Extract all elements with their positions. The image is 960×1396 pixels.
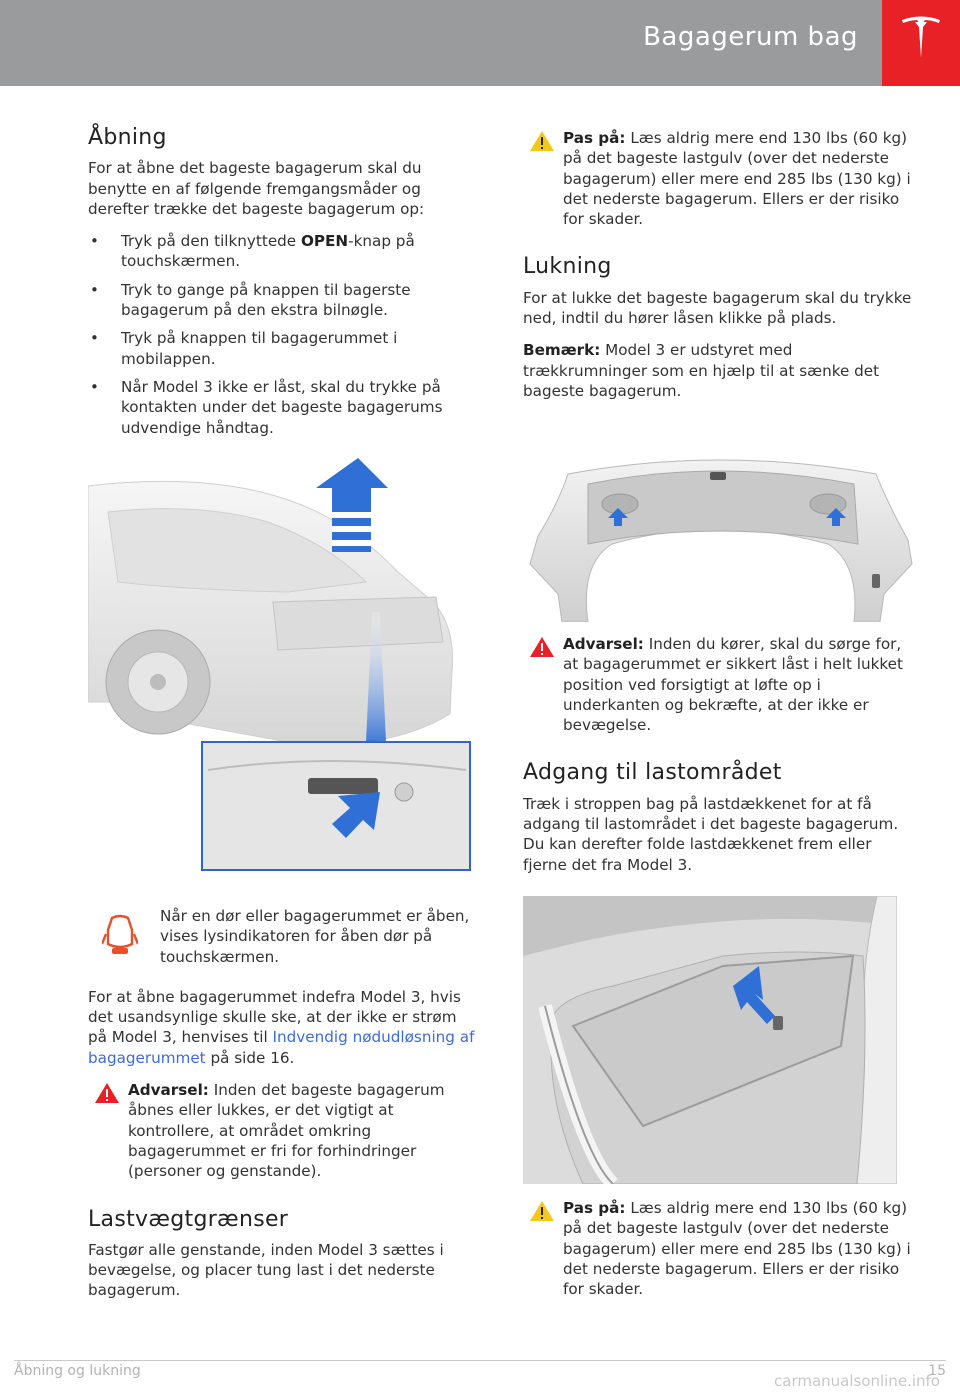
caution-callout: Pas på: Læs aldrig mere end 130 lbs (60 …: [523, 1198, 915, 1299]
caution-label: Pas på:: [563, 1199, 626, 1217]
list-item: •Tryk to gange på knappen til bagerste b…: [90, 280, 411, 320]
warning-label: Advarsel:: [563, 635, 644, 653]
section-heading-closing: Lukning: [523, 254, 612, 280]
warning-text: Inden du kører, skal du sørge for, at ba…: [563, 635, 903, 735]
tesla-logo-icon: [902, 16, 940, 58]
footer-divider: [14, 1360, 946, 1361]
warning-triangle-icon: [530, 637, 554, 657]
page-number: 15: [928, 1363, 946, 1379]
caution-callout: Pas på: Læs aldrig mere end 130 lbs (60 …: [523, 128, 915, 229]
cargo-area-illustration: [523, 896, 897, 1184]
caution-triangle-icon: [530, 131, 554, 151]
caution-text: Læs aldrig mere end 130 lbs (60 kg) på d…: [563, 1199, 911, 1299]
footer-section-name: Åbning og lukning: [14, 1363, 141, 1379]
left-column: Åbning For at åbne det bageste bagagerum…: [88, 125, 480, 446]
right-column-lower: Pas på: Læs aldrig mere end 130 lbs (60 …: [523, 1198, 915, 1311]
bullet-icon: •: [90, 329, 99, 348]
list-item: •Når Model 3 ikke er låst, skal du trykk…: [90, 377, 443, 437]
caution-label: Pas på:: [563, 129, 626, 147]
warning-label: Advarsel:: [128, 1081, 209, 1100]
caution-triangle-icon: [530, 1201, 554, 1221]
rear-trunk-illustration: [88, 452, 472, 874]
page-title: Bagagerum bag: [643, 22, 858, 52]
left-column-lower: Når en dør eller bagagerummet er åben, v…: [88, 906, 480, 1313]
cargo-access-text: Træk i stroppen bag på lastdækkenet for …: [523, 794, 899, 874]
list-item: •Tryk på den tilknyttede OPEN-knap på to…: [90, 232, 415, 271]
door-open-indicator-icon: [102, 914, 138, 954]
caution-text: Læs aldrig mere end 130 lbs (60 kg) på d…: [563, 129, 911, 229]
inside-release-text: For at åbne bagagerummet indefra Model 3…: [88, 987, 475, 1067]
warning-text: Inden det bageste bagagerum åbnes eller …: [128, 1081, 445, 1181]
door-open-indicator-note: Når en dør eller bagagerummet er åben, v…: [88, 906, 480, 967]
closing-text: For at lukke det bageste bagagerum skal …: [523, 288, 912, 328]
load-limits-text: Fastgør alle genstande, inden Model 3 sæ…: [88, 1240, 444, 1300]
opening-method-list: •Tryk på den tilknyttede OPEN-knap på to…: [88, 231, 480, 438]
warning-callout: Advarsel: Inden du kører, skal du sørge …: [523, 634, 915, 735]
section-heading-cargo-access: Adgang til lastområdet: [523, 760, 782, 786]
open-button-label: OPEN: [300, 232, 349, 251]
trunk-lid-illustration: [528, 444, 914, 622]
bullet-icon: •: [90, 232, 99, 251]
section-heading-load-limits: Lastvægtgrænser: [88, 1206, 289, 1232]
section-heading-opening: Åbning: [88, 125, 167, 150]
right-column: Pas på: Læs aldrig mere end 130 lbs (60 …: [523, 128, 915, 413]
right-column-middle: Advarsel: Inden du kører, skal du sørge …: [523, 634, 915, 887]
closing-note: Bemærk: Model 3 er udstyret med trækkrum…: [523, 341, 880, 400]
inside-release-link[interactable]: Indvendig nødudløsning af bagagerummet: [88, 1028, 475, 1067]
list-item: •Tryk på knappen til bagagerummet i mobi…: [90, 329, 398, 368]
bullet-icon: •: [90, 377, 99, 396]
note-label: Bemærk:: [523, 341, 601, 360]
brand-logo-box: [882, 0, 960, 86]
indicator-text: Når en dør eller bagagerummet er åben, v…: [160, 907, 470, 966]
page-header: Bagagerum bag: [0, 0, 960, 86]
warning-triangle-icon: [95, 1083, 119, 1104]
opening-intro: For at åbne det bageste bagagerum skal d…: [88, 159, 425, 218]
watermark: carmanualsonline.info: [774, 1372, 940, 1390]
warning-callout: Advarsel: Inden det bageste bagagerum åb…: [88, 1080, 480, 1181]
bullet-icon: •: [90, 280, 99, 299]
